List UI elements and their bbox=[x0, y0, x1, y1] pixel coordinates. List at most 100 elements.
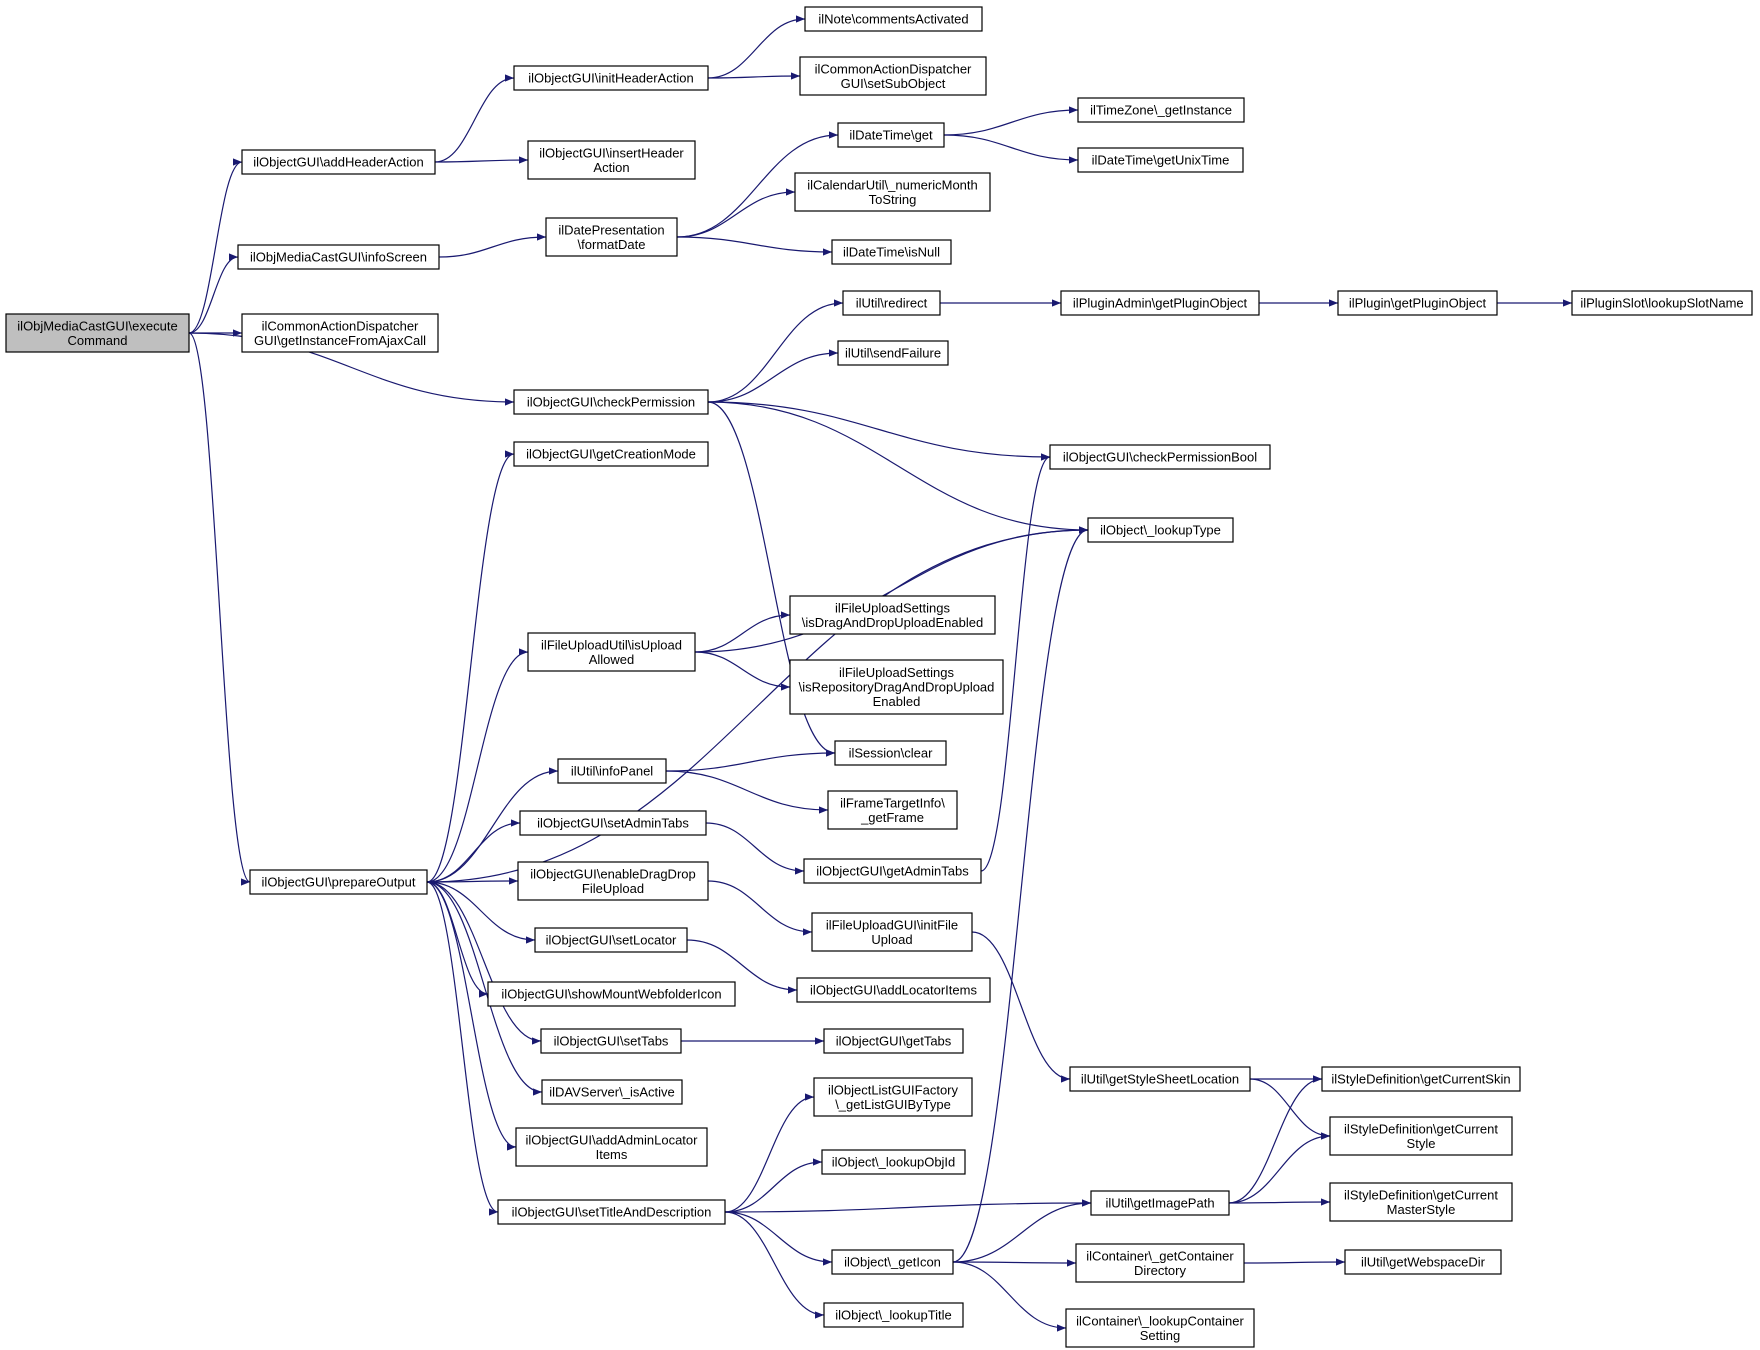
node-get-tabs[interactable]: ilObjectGUI\getTabs bbox=[823, 1028, 964, 1054]
edge-enable-drag-drop-to-init-file-upload bbox=[707, 880, 813, 936]
node-label-line: ilObjectGUI\addAdminLocator bbox=[526, 1132, 699, 1147]
edge-set-title-and-description-to-lookup-title bbox=[724, 1211, 825, 1319]
node-get-admin-tabs[interactable]: ilObjectGUI\getAdminTabs bbox=[803, 858, 982, 884]
node-label-line: ilDateTime\get bbox=[849, 128, 933, 143]
edge-get-icon-to-get-container-directory bbox=[952, 1259, 1077, 1267]
node-label-line: FileUpload bbox=[582, 881, 644, 896]
edge-get-icon-to-lookup-container-setting bbox=[952, 1261, 1067, 1332]
node-send-failure[interactable]: ilUtil\sendFailure bbox=[837, 340, 949, 366]
node-label-line: ilCalendarUtil\_numericMonth bbox=[807, 177, 978, 192]
edge-get-image-path-to-get-current-skin bbox=[1228, 1075, 1323, 1204]
node-label-line: ilStyleDefinition\getCurrent bbox=[1344, 1187, 1498, 1202]
node-box bbox=[541, 1079, 683, 1105]
node-plugin-get[interactable]: ilPlugin\getPluginObject bbox=[1337, 290, 1498, 316]
node-lookup-type[interactable]: ilObject\_lookupType bbox=[1087, 517, 1234, 543]
node-get-image-path[interactable]: ilUtil\getImagePath bbox=[1090, 1190, 1230, 1216]
node-get-webspace-dir[interactable]: ilUtil\getWebspaceDir bbox=[1344, 1249, 1502, 1275]
edge-set-title-and-description-to-lookup-obj-id bbox=[724, 1158, 823, 1213]
node-label-line: ilCommonActionDispatcher bbox=[815, 61, 972, 76]
node-tz-get-instance[interactable]: ilTimeZone\_getInstance bbox=[1077, 97, 1245, 123]
node-format-date[interactable]: ilDatePresentation\formatDate bbox=[545, 217, 678, 257]
edge-prepare-output-to-is-upload-allowed bbox=[426, 648, 529, 883]
node-label-line: ilObject\_lookupTitle bbox=[835, 1308, 952, 1323]
node-set-title-and-description[interactable]: ilObjectGUI\setTitleAndDescription bbox=[497, 1199, 726, 1225]
node-get-current-skin[interactable]: ilStyleDefinition\getCurrentSkin bbox=[1321, 1066, 1521, 1092]
node-add-header-action[interactable]: ilObjectGUI\addHeaderAction bbox=[241, 149, 436, 175]
node-set-locator[interactable]: ilObjectGUI\setLocator bbox=[534, 927, 688, 953]
node-lookup-title[interactable]: ilObject\_lookupTitle bbox=[823, 1302, 964, 1328]
node-label-line: \isDragAndDropUploadEnabled bbox=[802, 615, 983, 630]
node-redirect[interactable]: ilUtil\redirect bbox=[842, 290, 941, 316]
node-get-icon[interactable]: ilObject\_getIcon bbox=[831, 1249, 954, 1275]
node-session-clear[interactable]: ilSession\clear bbox=[834, 740, 947, 766]
node-box bbox=[789, 595, 996, 635]
node-set-tabs[interactable]: ilObjectGUI\setTabs bbox=[540, 1028, 682, 1054]
node-label-line: Directory bbox=[1134, 1263, 1187, 1278]
node-label-line: ilStyleDefinition\getCurrentSkin bbox=[1331, 1072, 1510, 1087]
edge-root-to-prepare-output bbox=[188, 332, 251, 886]
node-is-repo-drag-and-drop[interactable]: ilFileUploadSettings\isRepositoryDragAnd… bbox=[789, 659, 1004, 715]
node-label-line: ToString bbox=[869, 192, 917, 207]
edge-format-date-to-dt-get bbox=[676, 131, 839, 238]
node-prepare-output[interactable]: ilObjectGUI\prepareOutput bbox=[249, 869, 428, 895]
node-get-style-sheet-location[interactable]: ilUtil\getStyleSheetLocation bbox=[1069, 1066, 1251, 1092]
node-get-unix-time[interactable]: ilDateTime\getUnixTime bbox=[1077, 147, 1244, 173]
node-plugin-admin-get[interactable]: ilPluginAdmin\getPluginObject bbox=[1060, 290, 1260, 316]
node-box bbox=[831, 1249, 954, 1275]
node-box bbox=[799, 56, 987, 96]
edge-check-permission-to-check-permission-bool bbox=[707, 401, 1051, 461]
node-label-line: ilObjMediaCastGUI\infoScreen bbox=[250, 250, 427, 265]
node-comments-activated[interactable]: ilNote\commentsActivated bbox=[804, 6, 983, 32]
node-init-header-action[interactable]: ilObjectGUI\initHeaderAction bbox=[513, 65, 709, 91]
node-get-instance-from-ajax-call[interactable]: ilCommonActionDispatcherGUI\getInstanceF… bbox=[241, 313, 439, 353]
node-check-permission[interactable]: ilObjectGUI\checkPermission bbox=[513, 389, 709, 415]
node-box bbox=[794, 172, 991, 212]
edge-add-header-action-to-init-header-action bbox=[434, 74, 515, 163]
node-box bbox=[557, 758, 667, 784]
edge-init-file-upload-to-get-style-sheet-location bbox=[971, 931, 1071, 1083]
node-get-creation-mode[interactable]: ilObjectGUI\getCreationMode bbox=[513, 441, 709, 467]
node-box bbox=[487, 981, 736, 1007]
node-lookup-obj-id[interactable]: ilObject\_lookupObjId bbox=[821, 1149, 966, 1175]
node-lookup-slot-name[interactable]: ilPluginSlot\lookupSlotName bbox=[1571, 290, 1753, 316]
node-set-admin-tabs[interactable]: ilObjectGUI\setAdminTabs bbox=[519, 810, 707, 836]
node-label-line: ilDateTime\getUnixTime bbox=[1092, 153, 1230, 168]
node-info-screen[interactable]: ilObjMediaCastGUI\infoScreen bbox=[237, 244, 440, 270]
node-box bbox=[241, 149, 436, 175]
node-label-line: ilObjectGUI\showMountWebfolderIcon bbox=[501, 987, 721, 1002]
node-box bbox=[1090, 1190, 1230, 1216]
node-box bbox=[527, 632, 696, 672]
node-get-frame[interactable]: ilFrameTargetInfo\_getFrame bbox=[827, 790, 958, 830]
node-box bbox=[5, 313, 190, 353]
edge-check-permission-to-lookup-type bbox=[707, 401, 1089, 534]
node-show-mount[interactable]: ilObjectGUI\showMountWebfolderIcon bbox=[487, 981, 736, 1007]
call-edges bbox=[188, 15, 1572, 1332]
node-box bbox=[804, 6, 983, 32]
node-label-line: ilObjectGUI\setAdminTabs bbox=[537, 816, 689, 831]
node-check-permission-bool[interactable]: ilObjectGUI\checkPermissionBool bbox=[1049, 444, 1271, 470]
edge-prepare-output-to-set-tabs bbox=[426, 881, 542, 1045]
node-box bbox=[513, 65, 709, 91]
node-is-drag-and-drop[interactable]: ilFileUploadSettings\isDragAndDropUpload… bbox=[789, 595, 996, 635]
node-label-line: ilUtil\infoPanel bbox=[571, 764, 653, 779]
node-dav-is-active[interactable]: ilDAVServer\_isActive bbox=[541, 1079, 683, 1105]
node-add-locator-items[interactable]: ilObjectGUI\addLocatorItems bbox=[796, 977, 991, 1003]
node-is-null[interactable]: ilDateTime\isNull bbox=[831, 239, 952, 265]
node-get-list-guiby-type[interactable]: ilObjectListGUIFactory\_getListGUIByType bbox=[813, 1077, 973, 1117]
node-dt-get[interactable]: ilDateTime\get bbox=[837, 122, 945, 148]
node-label-line: ilObject\_lookupType bbox=[1100, 523, 1221, 538]
node-box bbox=[1060, 290, 1260, 316]
node-info-panel[interactable]: ilUtil\infoPanel bbox=[557, 758, 667, 784]
